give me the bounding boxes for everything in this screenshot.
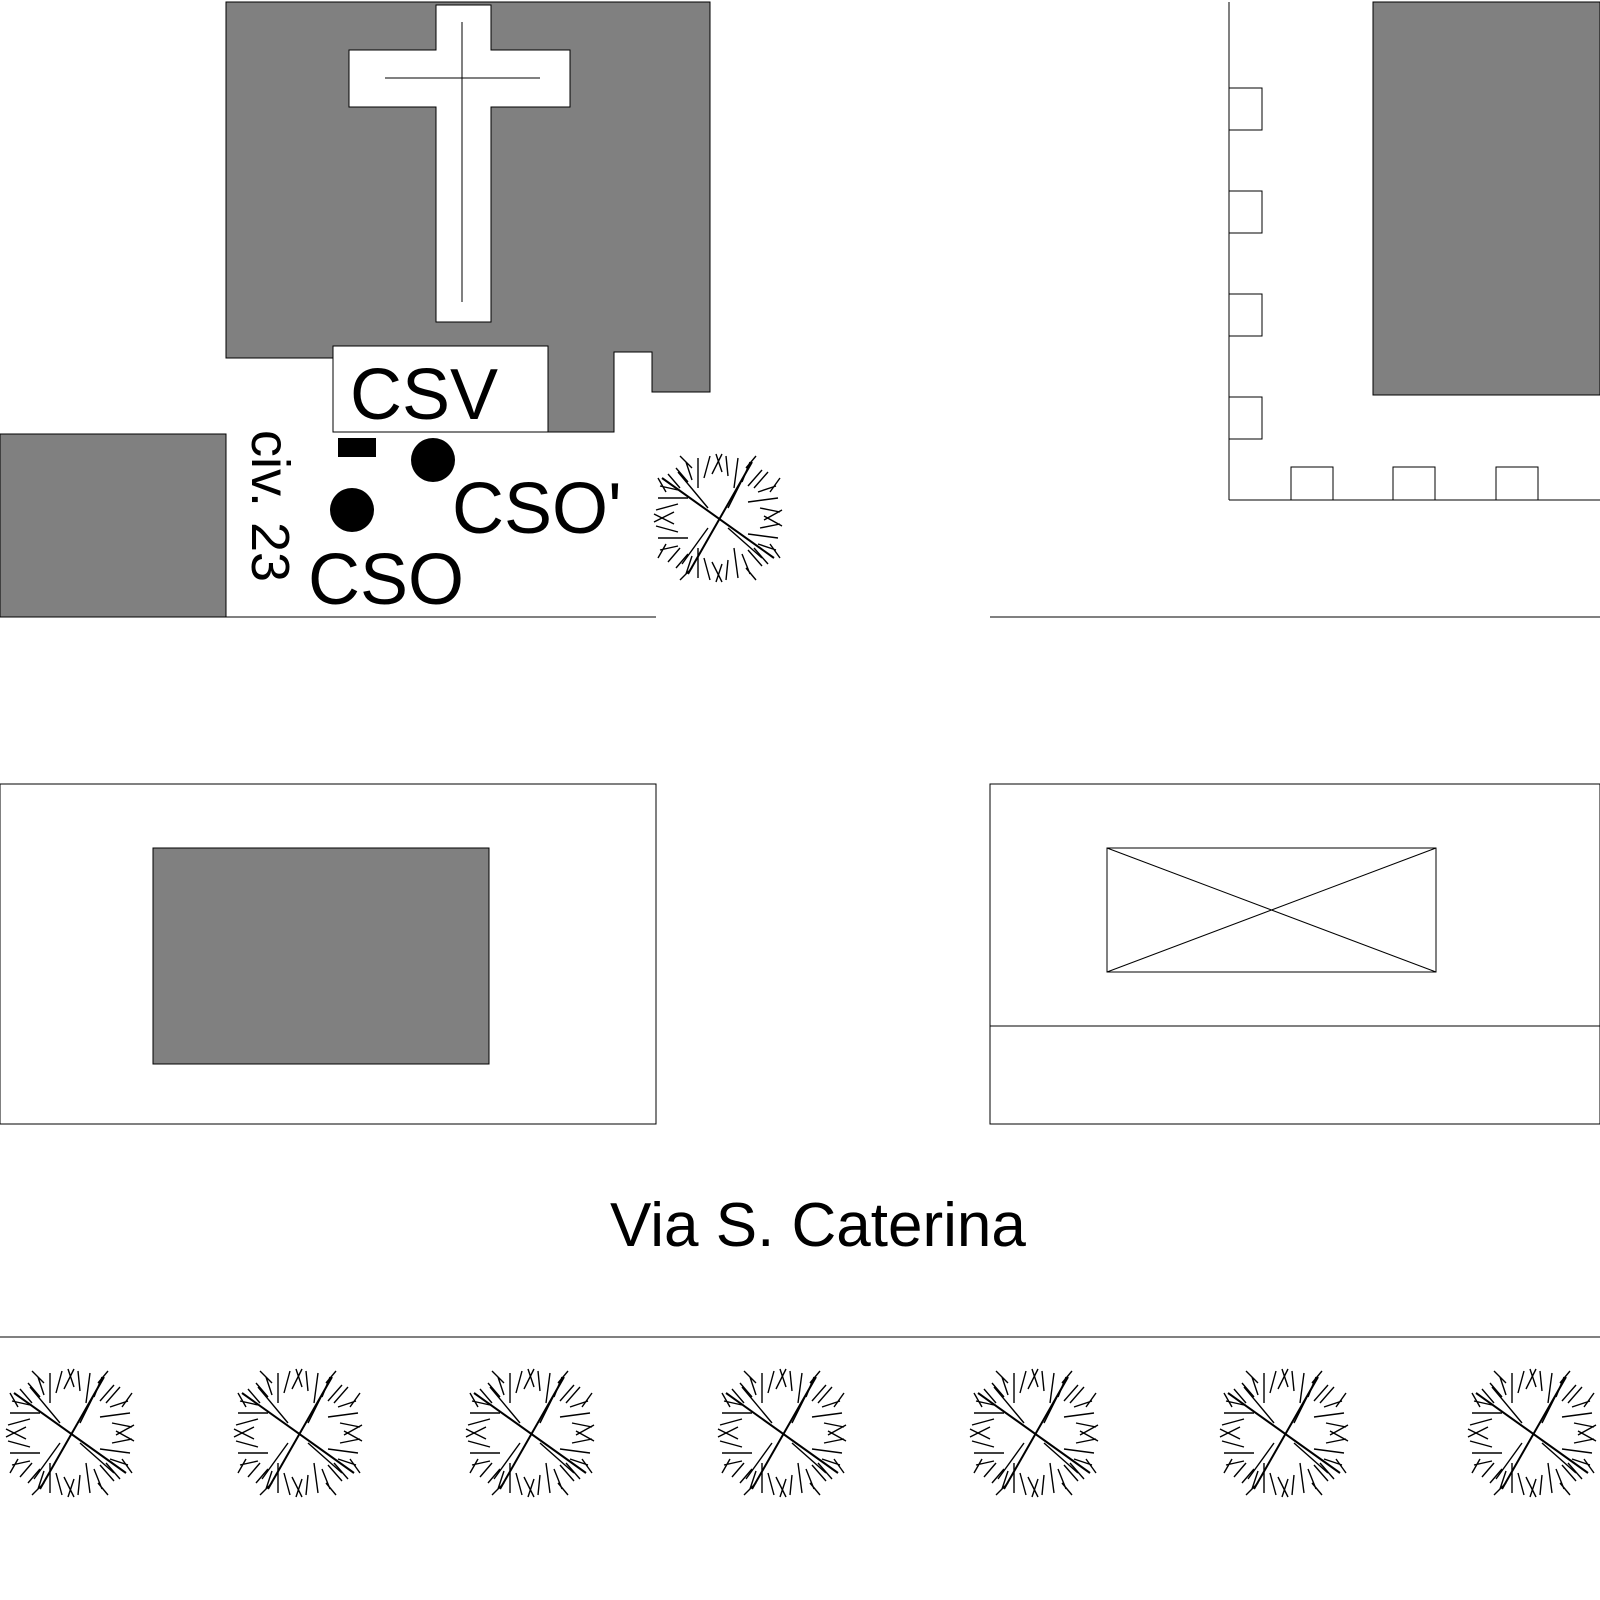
cross-icon [348, 4, 571, 323]
street-name-label: Via S. Caterina [610, 1191, 1026, 1260]
building-southwest [152, 847, 490, 1065]
cso-label: CSO [308, 540, 464, 620]
building-northeast [1372, 1, 1600, 396]
tree-icon [651, 451, 785, 585]
tree-icon [231, 1366, 365, 1500]
cso-prime-point [411, 438, 455, 482]
building-west [0, 433, 227, 618]
cso-prime-label: CSO' [452, 469, 622, 549]
tree-icon [3, 1366, 137, 1500]
boundary-wall-northeast [1228, 2, 1600, 501]
tree-row [3, 1366, 1599, 1500]
tree-icon [1465, 1366, 1599, 1500]
lot-southeast [989, 783, 1600, 1125]
crossed-rect-icon [1106, 847, 1437, 973]
civic-number-label: civ. 23 [240, 430, 300, 582]
tree-icon [967, 1366, 1101, 1500]
marker-rect [338, 438, 376, 457]
csv-label-box [332, 345, 549, 433]
cso-point [330, 488, 374, 532]
csv-label: CSV [350, 355, 498, 435]
tree-icon [715, 1366, 849, 1500]
tree-icon [1217, 1366, 1351, 1500]
tree-icon [463, 1366, 597, 1500]
